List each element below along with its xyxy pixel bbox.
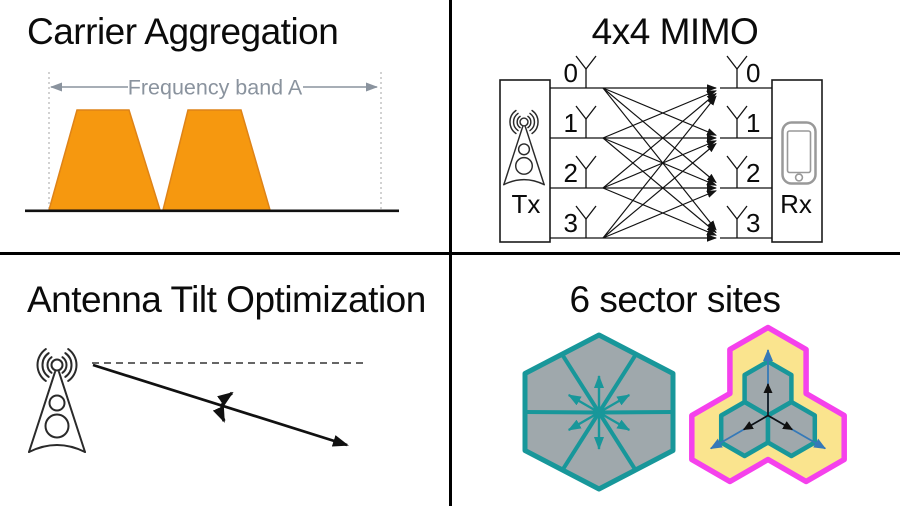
frequency-band-label: Frequency band A <box>128 76 303 100</box>
antenna-tilt-panel: Antenna Tilt Optimization <box>0 253 450 506</box>
tilt-adjust-arrow <box>212 391 234 423</box>
rx-antenna-0-label: 0 <box>746 58 760 88</box>
sector-beam-arrows <box>567 375 631 450</box>
tx-antenna-0-label: 0 <box>564 58 578 88</box>
tx-antenna-2-label: 2 <box>564 158 578 188</box>
tx-box <box>499 79 551 243</box>
mimo-links <box>602 84 717 242</box>
horizontal-divider <box>0 252 900 255</box>
tilt-beam-arrow <box>92 363 349 447</box>
sector-sites-panel: 6 sector sites <box>450 253 900 506</box>
carrier-trapezoid-2 <box>162 109 271 211</box>
carrier-trapezoid-1 <box>48 109 162 211</box>
tx-label: Tx <box>512 189 541 219</box>
rx-antenna-3-label: 3 <box>746 208 760 238</box>
tx-antennas <box>550 55 603 239</box>
carrier-aggregation-title: Carrier Aggregation <box>27 11 339 52</box>
carrier-aggregation-panel: Carrier Aggregation <box>0 0 450 253</box>
mimo-diagram: Tx Rx 0 1 2 3 0 1 2 3 <box>499 55 823 243</box>
rx-phone-icon <box>781 121 817 185</box>
antenna-tilt-diagram <box>28 348 367 453</box>
cluster-black-arrows <box>742 383 794 431</box>
rx-antennas <box>720 55 772 239</box>
sector-dividers <box>524 353 674 472</box>
rx-antenna-1-label: 1 <box>746 108 760 138</box>
rx-label: Rx <box>780 189 812 219</box>
mimo-panel: 4x4 MIMO Tx Rx 0 1 2 3 0 <box>450 0 900 253</box>
rx-antenna-2-label: 2 <box>746 158 760 188</box>
tx-antenna-1-label: 1 <box>564 108 578 138</box>
tx-antenna-3-label: 3 <box>564 208 578 238</box>
sector-sites-title: 6 sector sites <box>569 279 781 320</box>
carrier-aggregation-diagram: Frequency band A <box>25 72 399 213</box>
antenna-tilt-title: Antenna Tilt Optimization <box>27 279 426 320</box>
sector-sites-diagram <box>522 324 847 492</box>
tilt-tower-icon <box>28 348 86 453</box>
mimo-title: 4x4 MIMO <box>591 11 759 52</box>
